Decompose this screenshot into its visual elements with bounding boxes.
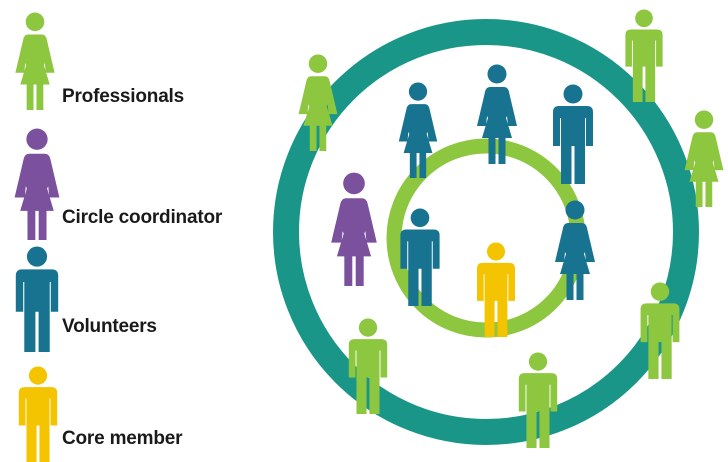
professional-figure — [684, 110, 724, 207]
volunteer-figure — [555, 200, 595, 300]
outer-ring — [273, 19, 699, 445]
legend-label-professionals: Professionals — [62, 86, 185, 107]
professional-figure — [298, 54, 338, 151]
professional-figure — [625, 9, 663, 103]
volunteer-figure — [398, 82, 438, 178]
professional-figure — [518, 352, 558, 448]
legend-icon-core-member — [18, 366, 58, 462]
legend-icon-circle-coordinator — [14, 128, 60, 240]
legend-label-volunteers: Volunteers — [62, 316, 157, 337]
professional-figure — [640, 282, 680, 379]
core-member-figure — [477, 242, 515, 337]
professional-figure — [348, 318, 388, 414]
volunteer-figure — [553, 84, 593, 184]
volunteer-figure — [477, 64, 517, 164]
legend-icon-professionals — [15, 12, 55, 110]
volunteer-figure — [400, 208, 440, 306]
legend-label-core-member: Core member — [62, 428, 183, 449]
circle-coordinator-figure — [331, 172, 377, 286]
legend-icon-volunteers — [15, 246, 59, 352]
legend-label-circle-coordinator: Circle coordinator — [62, 207, 223, 228]
